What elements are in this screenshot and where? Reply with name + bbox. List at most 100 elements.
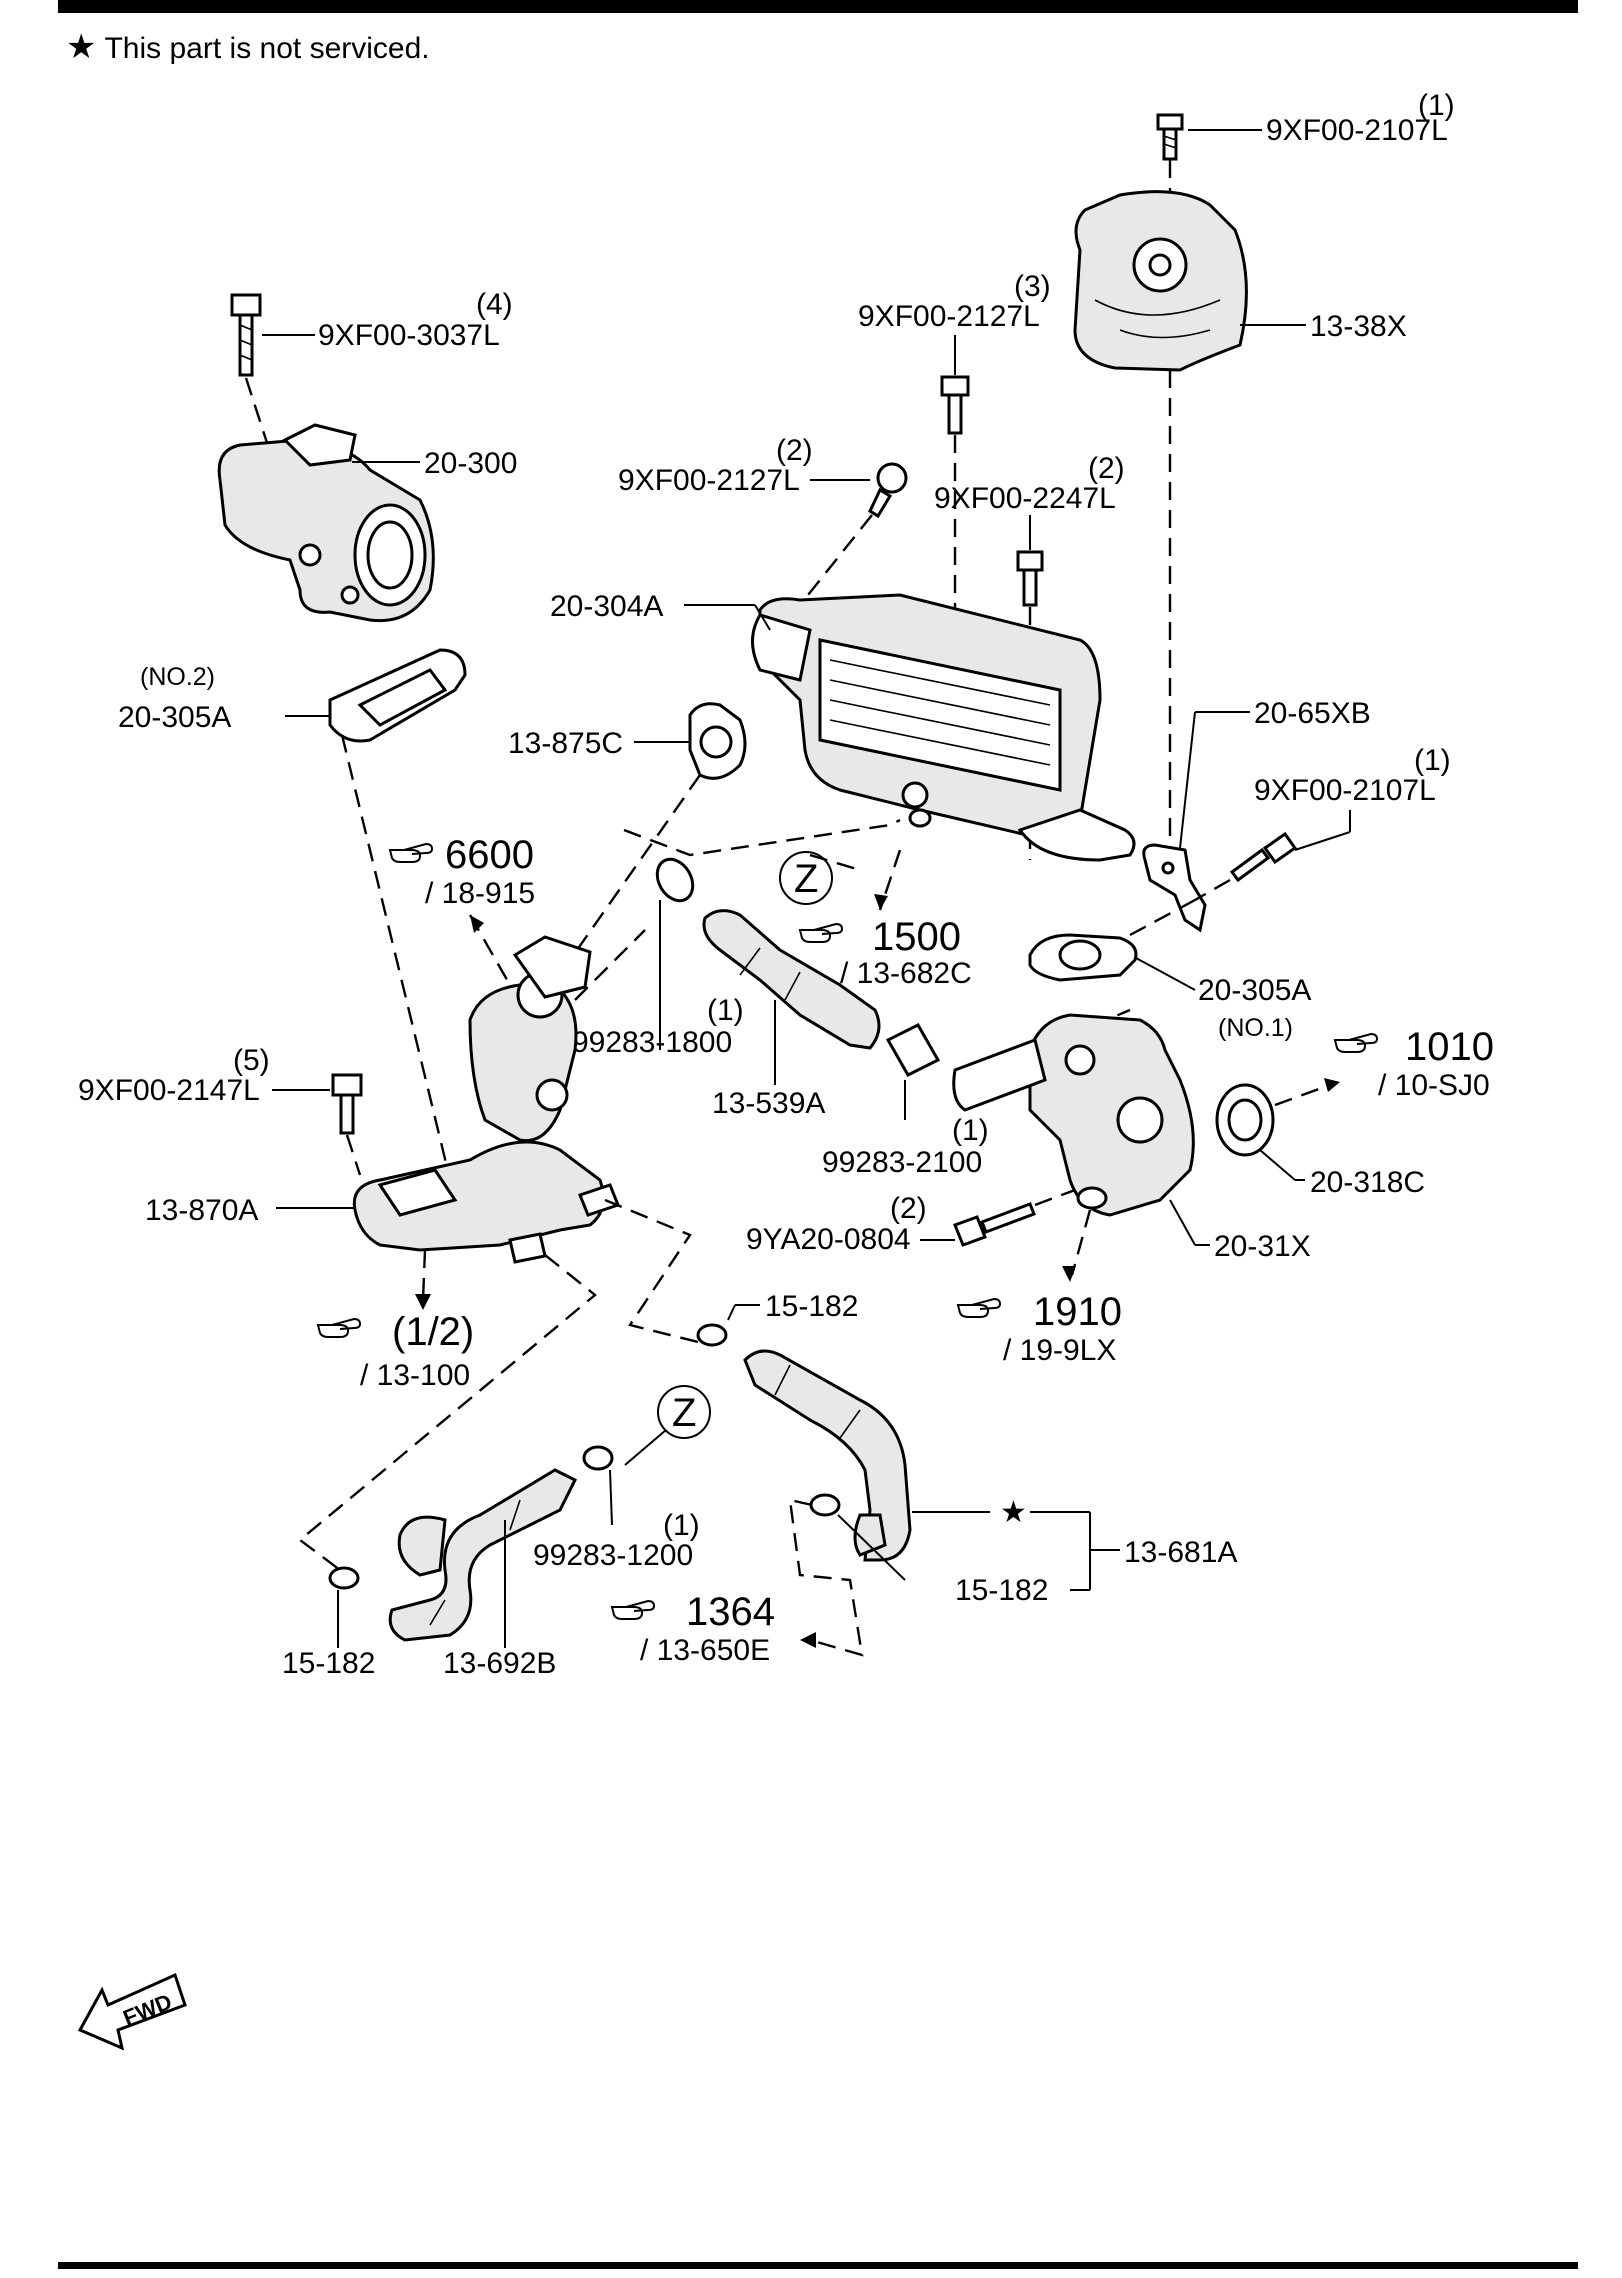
label-20-318c[interactable]: 20-318C <box>1310 1166 1425 1199</box>
label-9xf00-2127l-a[interactable]: 9XF00-2127L <box>858 300 1040 333</box>
label-9xf00-2247l[interactable]: 9XF00-2247L <box>934 482 1116 515</box>
fwd-arrow-icon: FWD <box>77 1972 187 2051</box>
clamp-15-182-lower-left[interactable] <box>328 1566 360 1590</box>
qty-9xf00-2147l: (5) <box>233 1044 270 1077</box>
pointing-hand-icon <box>1334 1033 1378 1053</box>
qty-9xf00-2127l-a: (3) <box>1014 270 1051 303</box>
label-20-300[interactable]: 20-300 <box>424 447 517 480</box>
egr-cover-13-38x[interactable] <box>1073 190 1248 372</box>
label-20-31x[interactable]: 20-31X <box>1214 1230 1311 1263</box>
label-13-875c[interactable]: 13-875C <box>508 727 623 760</box>
label-9xf00-3037l[interactable]: 9XF00-3037L <box>318 319 500 352</box>
qty-9xf00-2107l-top: (1) <box>1418 89 1455 122</box>
coolant-pipe-13-870a[interactable] <box>352 935 620 1264</box>
clamp-15-182-right[interactable] <box>809 1493 841 1517</box>
qty-9xf00-3037l: (4) <box>476 288 513 321</box>
hose-13-692b[interactable] <box>388 1468 578 1642</box>
clamp-15-182-upper[interactable] <box>696 1323 728 1347</box>
qty-9ya20-0804: (2) <box>890 1192 927 1225</box>
label-13-692b[interactable]: 13-692B <box>443 1647 556 1680</box>
ref-1500[interactable]: 1500 / 13-682C <box>799 915 972 990</box>
bolt-9xf00-2127l-a[interactable] <box>940 375 970 435</box>
ref-1010-num: 1010 <box>1405 1025 1494 1069</box>
label-20-305a-no2[interactable]: 20-305A <box>118 701 231 734</box>
gasket-20-318c[interactable] <box>1215 1083 1275 1157</box>
ref-1364-sub: / 13-650E <box>640 1634 770 1667</box>
clamp-99283-1200[interactable] <box>582 1445 614 1471</box>
label-15-182-right[interactable]: 15-182 <box>955 1574 1048 1607</box>
housing-20-31x[interactable] <box>952 1013 1195 1217</box>
not-serviced-note: ★This part is not serviced. <box>66 30 430 66</box>
z-marker-lower <box>657 1385 711 1439</box>
label-99283-1800[interactable]: 99283-1800 <box>572 1026 732 1059</box>
top-rule <box>58 0 1578 13</box>
ref-1500-sub: / 13-682C <box>840 957 972 990</box>
label-13-681a[interactable]: 13-681A <box>1124 1536 1237 1569</box>
label-20-304a[interactable]: 20-304A <box>550 590 663 623</box>
ref-1364[interactable]: 1364 / 13-650E <box>611 1590 775 1667</box>
pointing-hand-icon <box>799 923 843 943</box>
ref-1364-num: 1364 <box>686 1590 775 1634</box>
gasket-13-875c[interactable] <box>688 702 747 780</box>
label-9ya20-0804[interactable]: 9YA20-0804 <box>746 1223 911 1256</box>
label-99283-1200[interactable]: 99283-1200 <box>533 1539 693 1572</box>
qty-99283-1800: (1) <box>707 994 744 1027</box>
ref-6600-num: 6600 <box>445 833 534 877</box>
tag-20-305a-no1: (NO.1) <box>1218 1014 1293 1042</box>
clamp-99283-2100[interactable] <box>885 1023 941 1077</box>
label-20-305a-no1[interactable]: 20-305A <box>1198 974 1311 1007</box>
qty-9xf00-2107l-right: (1) <box>1414 744 1451 777</box>
label-15-182-upper[interactable]: 15-182 <box>765 1290 858 1323</box>
bolt-9xf00-2247l[interactable] <box>1016 550 1044 607</box>
label-9xf00-2107l-top[interactable]: 9XF00-2107L <box>1266 114 1448 147</box>
label-15-182-lower-left[interactable]: 15-182 <box>282 1647 375 1680</box>
ref-1500-num: 1500 <box>872 915 961 959</box>
tag-20-305a-no2: (NO.2) <box>140 663 215 691</box>
ref-1010[interactable]: 1010 / 10-SJ0 <box>1334 1025 1494 1102</box>
egr-cooler-20-304a[interactable] <box>751 593 1136 862</box>
z-label-lower: Z <box>672 1391 696 1435</box>
bracket-20-65xb[interactable] <box>1142 843 1207 933</box>
bolt-9xf00-3037l[interactable] <box>230 293 262 377</box>
qty-9xf00-2247l: (2) <box>1088 452 1125 485</box>
bolt-9xf00-2107l-right[interactable] <box>1229 831 1298 883</box>
ref-6600[interactable]: 6600 / 18-915 <box>389 833 535 910</box>
pointing-hand-icon <box>389 843 433 863</box>
ref-1-2[interactable]: (1/2) / 13-100 <box>317 1310 474 1392</box>
label-13-38x[interactable]: 13-38X <box>1310 310 1407 343</box>
ref-1910-num: 1910 <box>1033 1290 1122 1334</box>
hose-13-681a[interactable] <box>743 1349 912 1562</box>
gasket-20-305a-no2[interactable] <box>328 648 467 743</box>
gasket-20-305a-no1[interactable] <box>1028 933 1138 982</box>
label-9xf00-2147l[interactable]: 9XF00-2147L <box>78 1074 260 1107</box>
label-13-870a[interactable]: 13-870A <box>145 1194 258 1227</box>
bolt-9xf00-2107l-top[interactable] <box>1156 113 1184 161</box>
pointing-hand-icon <box>957 1298 1001 1318</box>
star-13-681a: ★ <box>1000 1496 1027 1529</box>
star-icon: ★ <box>66 28 97 66</box>
bottom-rule <box>58 2262 1578 2269</box>
z-label-upper: Z <box>794 857 818 901</box>
qty-99283-2100: (1) <box>952 1114 989 1147</box>
ref-1-2-num: (1/2) <box>392 1310 474 1354</box>
hose-13-539a[interactable] <box>702 909 881 1050</box>
pointing-hand-icon <box>611 1600 655 1620</box>
label-99283-2100[interactable]: 99283-2100 <box>822 1146 982 1179</box>
qty-99283-1200: (1) <box>663 1509 700 1542</box>
label-13-539a[interactable]: 13-539A <box>712 1087 825 1120</box>
ref-1910-sub: / 19-9LX <box>1003 1334 1116 1367</box>
label-9xf00-2127l-b[interactable]: 9XF00-2127L <box>618 464 800 497</box>
qty-9xf00-2127l-b: (2) <box>776 434 813 467</box>
ref-1910[interactable]: 1910 / 19-9LX <box>957 1290 1122 1367</box>
bolt-9xf00-2127l-b[interactable] <box>868 462 908 519</box>
ref-6600-sub: / 18-915 <box>425 877 535 910</box>
label-20-65xb[interactable]: 20-65XB <box>1254 697 1371 730</box>
clamp-99283-1800[interactable] <box>650 853 700 907</box>
label-9xf00-2107l-right[interactable]: 9XF00-2107L <box>1254 774 1436 807</box>
z-marker-upper <box>779 851 833 905</box>
egr-valve-20-300[interactable] <box>217 423 435 623</box>
ref-1-2-sub: / 13-100 <box>360 1359 470 1392</box>
bolt-9ya20-0804[interactable] <box>953 1202 1036 1247</box>
bolt-9xf00-2147l[interactable] <box>331 1073 363 1135</box>
